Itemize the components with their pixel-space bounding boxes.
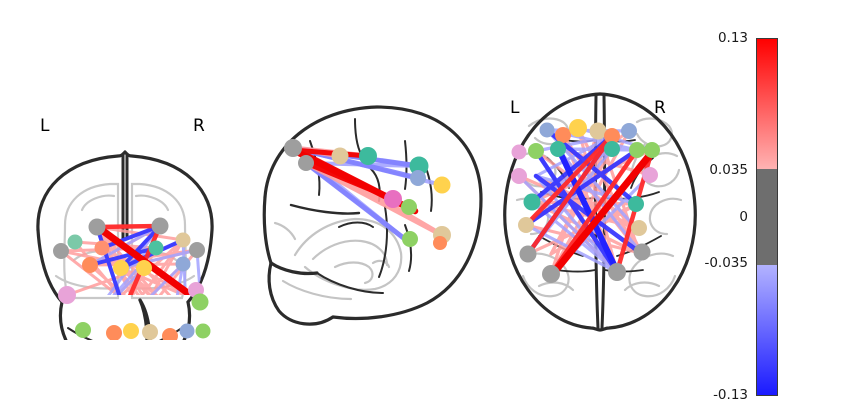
coronal-edges bbox=[59, 223, 205, 295]
axial-left-label: L bbox=[510, 98, 520, 118]
axial-edges bbox=[517, 126, 657, 279]
colorbar-tick-pos-threshold: 0.035 bbox=[709, 162, 748, 178]
axial-view: L R bbox=[495, 80, 705, 350]
strongest-edge bbox=[548, 147, 657, 279]
axial-right-label: R bbox=[654, 98, 666, 118]
coronal-view: L R bbox=[10, 90, 240, 340]
colorbar-tick-zero: 0 bbox=[739, 209, 748, 225]
coronal-left-label: L bbox=[40, 116, 50, 136]
sagittal-nodes bbox=[284, 139, 451, 250]
colorbar-tick-neg-threshold: -0.035 bbox=[704, 255, 748, 271]
colorbar-tick-min: -0.13 bbox=[713, 387, 748, 403]
coronal-nodes bbox=[53, 217, 211, 340]
colorbar-gradient bbox=[756, 38, 778, 396]
colorbar-tick-max: 0.13 bbox=[717, 30, 748, 46]
strong-negative-edge bbox=[556, 147, 621, 276]
coronal-right-label: R bbox=[193, 116, 205, 136]
sagittal-view bbox=[255, 85, 500, 335]
axial-nodes bbox=[511, 119, 660, 283]
connectivity-colorbar: 0.13 0.035 0 -0.035 -0.13 bbox=[690, 30, 844, 410]
sagittal-inner-anatomy bbox=[273, 217, 403, 301]
